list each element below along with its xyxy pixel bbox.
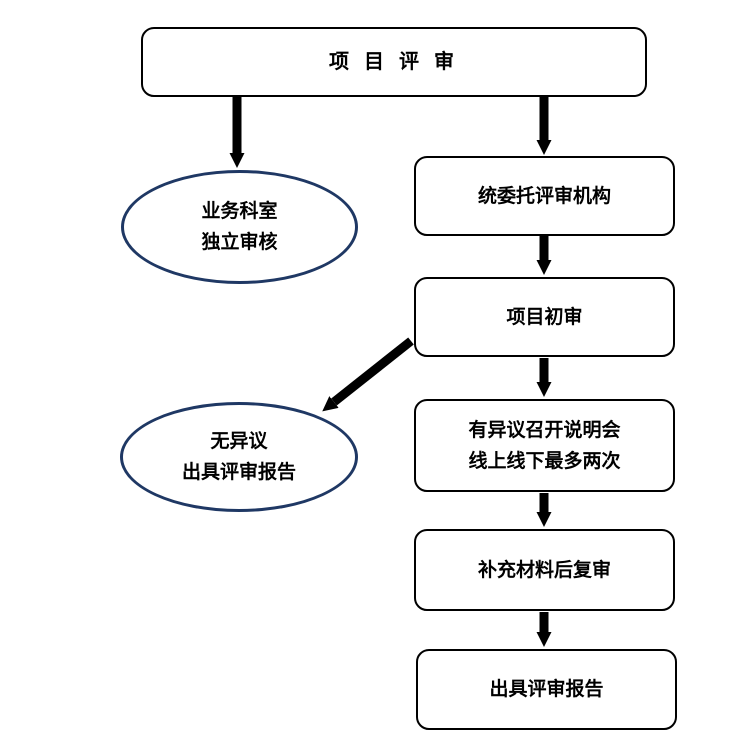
node-issue-review-report: 出具评审报告 (416, 649, 677, 730)
node-entrust-review-agency: 统委托评审机构 (414, 156, 675, 236)
node-entrust-agency-label: 统委托评审机构 (477, 185, 611, 207)
node-initial-review: 项目初审 (414, 277, 675, 357)
node-no-objection-issue-report: 无异议 出具评审报告 (120, 402, 358, 512)
node-objection-meeting-line1: 有异议召开说明会 (468, 419, 621, 441)
node-no-objection-line1: 无异议 (210, 431, 268, 452)
node-supplement-review-label: 补充材料后复审 (477, 559, 611, 581)
node-project-review: 项 目 评 审 (141, 27, 647, 97)
node-no-objection-line2: 出具评审报告 (181, 462, 296, 483)
node-objection-meeting-line2: 线上线下最多两次 (468, 450, 621, 472)
node-initial-review-label: 项目初审 (506, 306, 583, 328)
node-objection-meeting: 有异议召开说明会 线上线下最多两次 (414, 399, 675, 492)
node-dept-audit-line1: 业务科室 (201, 201, 278, 222)
node-issue-report-label: 出具评审报告 (489, 679, 604, 700)
node-dept-independent-audit: 业务科室 独立审核 (121, 170, 358, 284)
node-dept-audit-line2: 独立审核 (201, 232, 278, 253)
arrow-initial-review-to-no-objection (322, 337, 414, 412)
node-project-review-label: 项 目 评 审 (329, 50, 459, 73)
node-supplement-materials-rereview: 补充材料后复审 (414, 529, 675, 611)
